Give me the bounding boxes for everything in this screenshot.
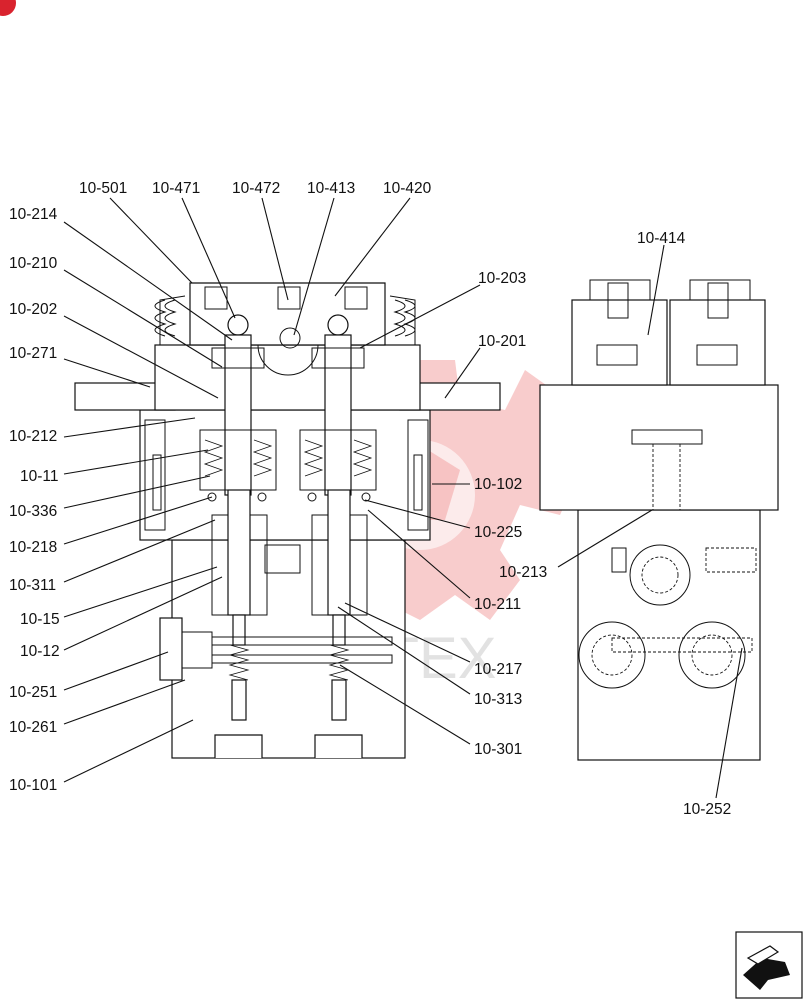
callout-10-336: 10-336 [9,503,57,520]
callout-10-101: 10-101 [9,777,57,794]
callout-10-213: 10-213 [499,564,547,581]
leader-lines [63,197,743,799]
callout-10-15: 10-15 [20,611,60,628]
callout-10-472: 10-472 [232,180,280,197]
callout-10-301: 10-301 [474,741,522,758]
callout-10-217: 10-217 [474,661,522,678]
callout-10-413: 10-413 [307,180,355,197]
callout-10-261: 10-261 [9,719,57,736]
valve-section-view [74,282,501,759]
callout-10-414: 10-414 [637,230,686,247]
arrow-next-page-icon[interactable] [735,931,803,999]
callout-10-311: 10-311 [9,577,56,594]
callout-10-12: 10-12 [20,643,60,660]
callout-10-252: 10-252 [683,801,731,818]
callout-10-218: 10-218 [9,539,57,556]
valve-side-view [539,279,779,761]
callout-10-501: 10-501 [79,180,127,197]
callout-10-212: 10-212 [9,428,57,445]
callout-10-11: 10-11 [20,468,59,485]
callout-10-225: 10-225 [474,524,522,541]
callout-10-251: 10-251 [9,684,57,701]
callout-10-420: 10-420 [383,180,432,197]
callout-10-471: 10-471 [152,180,200,197]
callout-10-203: 10-203 [478,270,526,287]
callout-10-211: 10-211 [474,596,521,613]
callout-labels: 10-501 10-471 10-472 10-413 10-420 10-21… [9,180,731,818]
callout-10-313: 10-313 [474,691,522,708]
callout-10-201: 10-201 [478,333,526,350]
callout-10-102: 10-102 [474,476,522,493]
callout-10-271: 10-271 [9,345,57,362]
callout-10-202: 10-202 [9,301,57,318]
corner-badge [0,0,16,16]
callout-10-214: 10-214 [9,206,58,223]
callout-10-210: 10-210 [9,255,58,272]
